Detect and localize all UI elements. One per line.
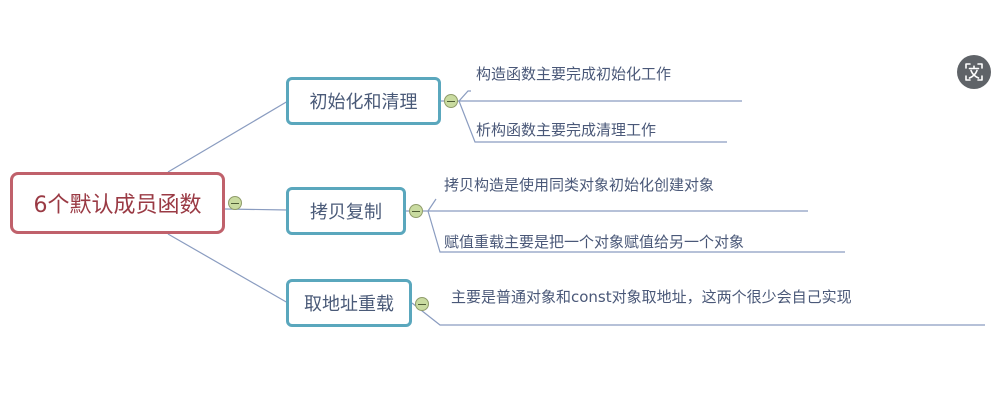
leaf-copy-constructor: 拷贝构造是使用同类对象初始化创建对象 <box>444 176 715 194</box>
connector-root-branch3 <box>167 233 289 304</box>
leaf-assignment-overload: 赋值重载主要是把一个对象赋值给另一个对象 <box>444 233 745 251</box>
leaf-destructor: 析构函数主要完成清理工作 <box>476 121 657 139</box>
branch-node-label: 初始化和清理 <box>309 92 418 113</box>
collapse-minus-icon[interactable] <box>228 196 242 210</box>
root-node-label: 6个默认成员函数 <box>33 193 202 218</box>
connector-root-branch1 <box>167 100 289 173</box>
leaf-address-operator: 主要是普通对象和const对象取地址，这两个很少会自己实现 <box>451 288 852 306</box>
branch-node-label: 取地址重载 <box>304 294 394 315</box>
translate-button[interactable] <box>957 55 991 89</box>
branch-node-address-overload[interactable]: 取地址重载 <box>286 279 412 327</box>
connector-branch1-leaf2 <box>458 100 727 143</box>
root-node[interactable]: 6个默认成员函数 <box>10 172 225 234</box>
collapse-minus-icon[interactable] <box>444 94 458 108</box>
collapse-minus-icon[interactable] <box>415 297 429 311</box>
connector-branch2-leaf4 <box>427 210 845 253</box>
branch-node-init-cleanup[interactable]: 初始化和清理 <box>286 77 441 125</box>
leaf-constructor: 构造函数主要完成初始化工作 <box>476 65 672 83</box>
translate-icon <box>965 63 983 81</box>
branch-node-label: 拷贝复制 <box>310 202 382 223</box>
branch-node-copy[interactable]: 拷贝复制 <box>286 187 406 235</box>
collapse-minus-icon[interactable] <box>409 204 423 218</box>
